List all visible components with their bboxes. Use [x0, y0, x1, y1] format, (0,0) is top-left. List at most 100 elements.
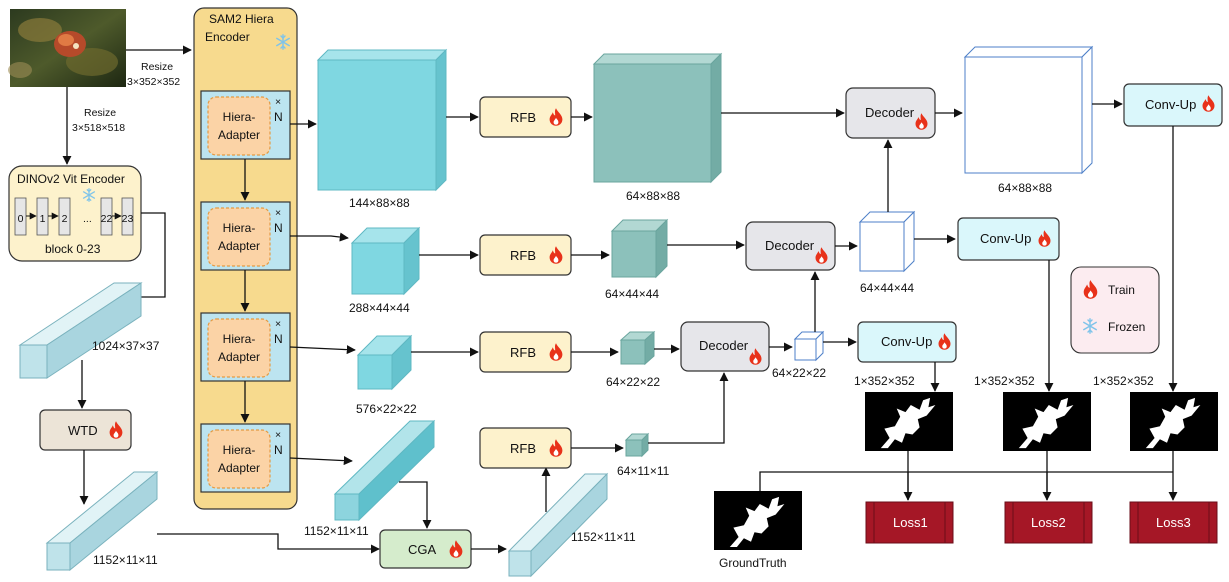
- svg-text:Hiera-: Hiera-: [223, 332, 256, 346]
- svg-text:Conv-Up: Conv-Up: [881, 334, 932, 349]
- svg-text:×: ×: [275, 207, 281, 219]
- rfb-output-3-cube: [619, 330, 656, 366]
- rfb-output-2-dims: 64×44×44: [605, 287, 659, 301]
- svg-text:Decoder: Decoder: [699, 338, 749, 353]
- svg-text:1: 1: [40, 213, 46, 225]
- sam2-title-line1: SAM2 Hiera: [209, 12, 274, 26]
- hiera-adapter-3: Hiera- Adapter × N: [200, 312, 291, 382]
- rfb-module-2: RFB: [479, 234, 572, 276]
- dinov2-title: DINOv2 Vit Encoder: [17, 172, 125, 186]
- svg-text:Adapter: Adapter: [218, 239, 260, 253]
- svg-text:Loss1: Loss1: [893, 515, 928, 530]
- svg-text:RFB: RFB: [510, 110, 536, 125]
- decoder-2-output-cube: [858, 210, 916, 273]
- dino-block-0: 0: [14, 197, 27, 236]
- dinov2-caption: block 0-23: [45, 242, 101, 256]
- cga-label: CGA: [408, 542, 437, 557]
- decoder-1-output-cube: [963, 45, 1094, 175]
- svg-text:×: ×: [275, 96, 281, 108]
- conv-up-1: Conv-Up: [1123, 83, 1223, 127]
- legend-frozen: Frozen: [1108, 320, 1145, 334]
- rfb-module-1: RFB: [479, 96, 572, 138]
- svg-text:Adapter: Adapter: [218, 350, 260, 364]
- svg-text:22: 22: [101, 213, 113, 225]
- cga-feature-dims: 1152×11×11: [571, 530, 636, 544]
- svg-text:2: 2: [62, 213, 68, 225]
- sam-feature-2-cube: [350, 226, 421, 296]
- pred-3-dims: 1×352×352: [854, 374, 915, 388]
- cga-module: CGA: [379, 529, 472, 569]
- wtd-module: WTD: [39, 409, 132, 451]
- loss-2: Loss2: [1004, 501, 1093, 544]
- resize-top-label: Resize: [141, 61, 173, 73]
- decoder-2-dims: 64×44×44: [860, 281, 914, 295]
- sam-feature-1-cube: [316, 48, 448, 192]
- svg-text:RFB: RFB: [510, 441, 536, 456]
- wtd-label: WTD: [68, 423, 98, 438]
- rfb-output-1-cube: [592, 52, 723, 184]
- svg-text:RFB: RFB: [510, 345, 536, 360]
- svg-text:Decoder: Decoder: [865, 105, 915, 120]
- ground-truth-label: GroundTruth: [719, 556, 787, 570]
- dino-ellipsis: ...: [83, 213, 92, 225]
- decoder-1-dims: 64×88×88: [998, 181, 1052, 195]
- svg-text:N: N: [274, 221, 283, 235]
- svg-text:Conv-Up: Conv-Up: [980, 231, 1031, 246]
- prediction-mask-1: [1130, 392, 1218, 451]
- decoder-3-output-cube: [793, 330, 825, 362]
- loss-1: Loss1: [865, 501, 954, 544]
- resize-top-dims: 3×352×352: [127, 76, 180, 88]
- dinov2-encoder: DINOv2 Vit Encoder 0 1 2 ... 22 23 block…: [8, 165, 142, 262]
- svg-text:×: ×: [275, 318, 281, 330]
- svg-text:×: ×: [275, 429, 281, 441]
- rfb-output-2-cube: [610, 218, 669, 279]
- decoder-3-dims: 64×22×22: [772, 366, 826, 380]
- hiera-adapter-2: Hiera- Adapter × N: [200, 201, 291, 271]
- svg-text:Loss2: Loss2: [1031, 515, 1066, 530]
- rfb-output-4-cube: [624, 432, 650, 458]
- rfb-module-4: RFB: [479, 427, 572, 469]
- resize-left-label: Resize: [84, 107, 116, 119]
- svg-text:0: 0: [18, 213, 24, 225]
- svg-text:N: N: [274, 443, 283, 457]
- sam-feature-3-cube: [356, 334, 413, 391]
- dino-block-1: 1: [36, 197, 49, 236]
- dino-block-22: 22: [100, 197, 113, 236]
- ground-truth-mask: [714, 491, 802, 550]
- hiera-adapter-1: Hiera- Adapter × N: [200, 90, 291, 160]
- rfb-output-1-dims: 64×88×88: [626, 189, 680, 203]
- pred-2-dims: 1×352×352: [974, 374, 1035, 388]
- conv-up-3: Conv-Up: [857, 321, 957, 363]
- wtd-feature-dims: 1152×11×11: [93, 553, 158, 567]
- dino-feature-block: [18, 282, 143, 379]
- svg-text:Hiera-: Hiera-: [223, 443, 256, 457]
- prediction-mask-2: [1003, 392, 1091, 451]
- cga-feature-block: [507, 472, 609, 578]
- conv-up-2: Conv-Up: [957, 217, 1060, 261]
- hiera-adapter-4: Hiera- Adapter × N: [200, 423, 291, 493]
- dino-feature-dims: 1024×37×37: [92, 339, 160, 353]
- svg-text:Adapter: Adapter: [218, 461, 260, 475]
- input-image: [8, 9, 126, 87]
- sam-feature-1-dims: 144×88×88: [349, 196, 410, 210]
- loss-3: Loss3: [1129, 501, 1218, 544]
- legend: Train Frozen: [1070, 266, 1160, 354]
- svg-text:Hiera-: Hiera-: [223, 110, 256, 124]
- resize-left-dims: 3×518×518: [72, 122, 125, 134]
- sam-feature-3-dims: 576×22×22: [356, 402, 417, 416]
- svg-text:N: N: [274, 332, 283, 346]
- svg-text:Hiera-: Hiera-: [223, 221, 256, 235]
- rfb-output-3-dims: 64×22×22: [606, 375, 660, 389]
- sam-feature-4-dims: 1152×11×11: [304, 524, 369, 538]
- decoder-2: Decoder: [745, 221, 836, 271]
- dino-block-23: 23: [121, 197, 133, 236]
- svg-text:Adapter: Adapter: [218, 128, 260, 142]
- svg-text:Decoder: Decoder: [765, 238, 815, 253]
- sam-feature-4-block: [333, 419, 436, 522]
- decoder-3: Decoder: [680, 321, 770, 372]
- svg-text:Loss3: Loss3: [1156, 515, 1191, 530]
- pred-1-dims: 1×352×352: [1093, 374, 1154, 388]
- svg-text:RFB: RFB: [510, 248, 536, 263]
- svg-text:Conv-Up: Conv-Up: [1145, 97, 1196, 112]
- wtd-feature-block: [45, 470, 159, 572]
